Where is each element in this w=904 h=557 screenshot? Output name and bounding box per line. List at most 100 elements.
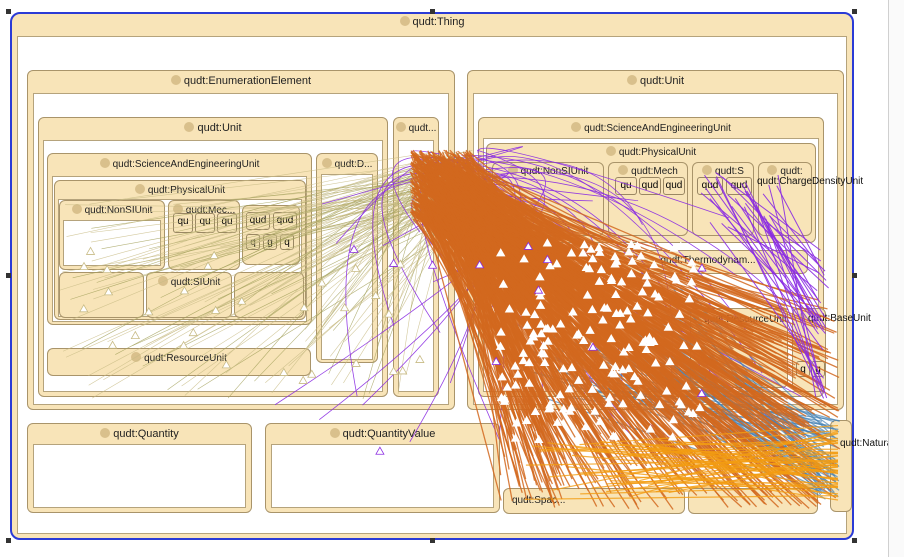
edge-arrowhead xyxy=(585,325,595,334)
edge-arrowhead xyxy=(371,290,381,299)
edge-curve xyxy=(322,146,523,205)
edge-arrowhead xyxy=(85,246,96,255)
edge-line xyxy=(266,197,434,319)
class-icon xyxy=(571,122,582,132)
edge-arrowhead xyxy=(668,415,679,424)
edge-arrowhead xyxy=(496,327,506,336)
edge-line xyxy=(91,172,469,229)
edge-arrowhead xyxy=(629,371,640,381)
edge-line xyxy=(768,184,822,383)
resize-handle[interactable] xyxy=(6,273,11,278)
edge-arrowhead xyxy=(610,361,621,371)
quantity-box[interactable]: qudt:Quantity xyxy=(27,423,252,513)
resize-handle[interactable] xyxy=(6,538,11,543)
edge-line xyxy=(459,211,761,381)
edge-arrowhead xyxy=(586,244,596,253)
edge-arrowhead xyxy=(474,260,485,269)
qu-tile[interactable]: qu xyxy=(615,177,637,195)
edge-arrowhead xyxy=(654,399,665,409)
edge-arrowhead xyxy=(674,397,685,406)
edge-arrowhead xyxy=(651,358,661,367)
edge-arrowhead xyxy=(626,239,637,248)
class-icon xyxy=(172,204,183,214)
edge-arrowhead xyxy=(669,243,679,252)
edge-arrowhead xyxy=(521,307,531,316)
edge-line xyxy=(741,183,825,330)
resize-handle[interactable] xyxy=(852,538,857,543)
edge-arrowhead xyxy=(645,424,656,433)
edge-line xyxy=(409,211,616,508)
resource-left-box[interactable]: qudt:ResourceUnit xyxy=(47,348,311,376)
physical-left-label: qudt:PhysicalUnit xyxy=(55,184,305,196)
quantity-value-box[interactable]: qudt:QuantityValue xyxy=(265,423,500,513)
edge-line xyxy=(175,170,443,233)
edge-line xyxy=(461,176,791,370)
spac-label: qudt:Spac... xyxy=(512,495,566,506)
edge-line xyxy=(646,471,839,501)
resize-handle[interactable] xyxy=(852,273,857,278)
edge-arrowhead xyxy=(610,431,621,440)
edge-arrowhead xyxy=(641,271,652,280)
edge-arrowhead xyxy=(529,309,540,319)
s-right-box[interactable]: qudt:S qud qud xyxy=(692,162,754,236)
edge-arrowhead xyxy=(626,314,636,323)
edge-arrowhead xyxy=(667,432,678,441)
nonsi-left-body xyxy=(63,220,161,266)
edge-arrowhead xyxy=(596,264,607,274)
edge-arrowhead xyxy=(624,342,634,352)
edge-arrowhead xyxy=(510,433,521,442)
qud-tile[interactable]: qud xyxy=(639,177,661,195)
edge-arrowhead xyxy=(611,308,622,317)
edge-arrowhead xyxy=(388,366,399,375)
edge-arrowhead xyxy=(624,363,634,373)
edge-arrowhead xyxy=(518,348,529,357)
edge-line xyxy=(669,466,839,483)
edge-line xyxy=(631,439,839,497)
edge-arrowhead xyxy=(524,378,534,387)
resize-handle[interactable] xyxy=(6,9,11,14)
edge-arrowhead xyxy=(522,320,532,329)
edge-arrowhead xyxy=(637,287,648,296)
mech-right-label: qudt:Mech xyxy=(609,165,687,177)
class-icon xyxy=(100,428,111,438)
vertical-scrollbar[interactable] xyxy=(888,0,904,557)
edge-arrowhead xyxy=(536,348,547,357)
edge-arrowhead xyxy=(588,342,598,351)
edge-line xyxy=(419,155,839,418)
edge-arrowhead xyxy=(581,421,591,431)
edge-curve xyxy=(381,173,441,333)
edge-arrowhead xyxy=(686,277,697,286)
edge-arrowhead xyxy=(497,372,507,381)
resize-handle[interactable] xyxy=(852,9,857,14)
edge-line xyxy=(525,459,839,466)
edge-line xyxy=(88,170,449,386)
edge-arrowhead xyxy=(604,398,614,407)
resize-handle[interactable] xyxy=(430,538,435,543)
edge-arrowhead xyxy=(645,337,655,347)
edge-arrowhead xyxy=(525,336,536,345)
left-tile-group[interactable] xyxy=(59,272,144,318)
edge-arrowhead xyxy=(573,329,584,338)
edge-arrowhead xyxy=(536,319,546,328)
edge-arrowhead xyxy=(688,264,699,273)
qud-tile[interactable]: qud xyxy=(663,177,685,195)
edge-arrowhead xyxy=(530,406,541,416)
edge-arrowhead xyxy=(130,330,141,340)
quantity-value-label: qudt:QuantityValue xyxy=(266,428,499,440)
edge-arrowhead xyxy=(590,406,600,415)
edge-arrowhead xyxy=(595,416,605,425)
edge-line xyxy=(238,165,425,307)
edge-arrowhead xyxy=(188,327,198,337)
edge-arrowhead xyxy=(543,336,553,345)
edge-arrowhead xyxy=(535,300,546,309)
edge-line xyxy=(769,215,820,302)
edge-arrowhead xyxy=(692,341,702,350)
edge-line xyxy=(548,452,839,478)
edge-line xyxy=(655,465,839,493)
resize-handle[interactable] xyxy=(430,9,435,14)
edge-arrowhead xyxy=(588,254,598,263)
edge-line xyxy=(704,174,819,335)
edge-arrowhead xyxy=(279,367,289,376)
edge-arrowhead xyxy=(622,306,632,315)
